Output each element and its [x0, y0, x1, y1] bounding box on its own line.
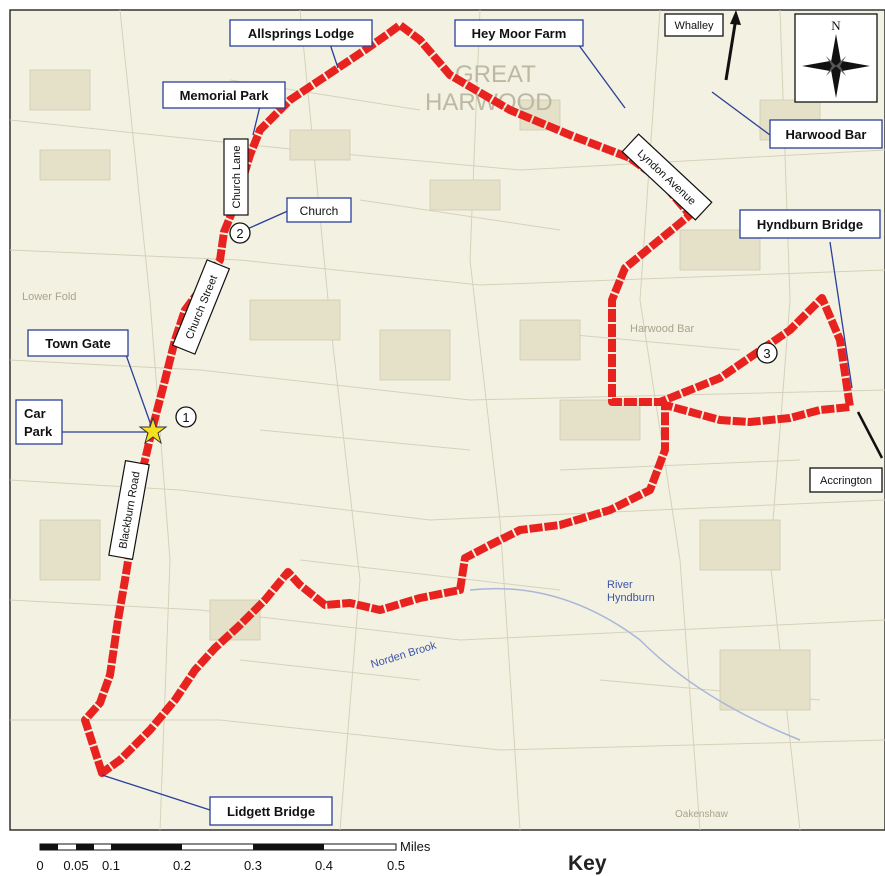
compass-north-label: N — [831, 18, 841, 33]
callout-allsprings-lodge: Allsprings Lodge — [229, 19, 373, 47]
scale-tick-0-5: 0.5 — [387, 858, 405, 873]
scale-tick-0-3: 0.3 — [244, 858, 262, 873]
place-harwood-bar: Harwood Bar — [630, 323, 695, 335]
river-label-2: Hyndburn — [607, 592, 655, 604]
road-label-church-street: Church Street — [171, 259, 231, 355]
callout-allsprings-lodge-text: Allsprings Lodge — [248, 26, 354, 41]
scale-tick-0-1: 0.1 — [102, 858, 120, 873]
place-great: GREAT — [455, 61, 536, 88]
scale-tick-0-2: 0.2 — [173, 858, 191, 873]
callout-hey-moor-farm: Hey Moor Farm — [454, 19, 584, 47]
road-label-church-lane-text: Church Lane — [231, 146, 243, 209]
callout-lines — [62, 43, 853, 811]
place-lower-fold: Lower Fold — [22, 291, 76, 303]
whalley-arrow — [724, 17, 738, 81]
whalley-arrowhead — [730, 10, 741, 25]
callout-church: Church — [286, 197, 352, 223]
callout-lidgett-bridge-text: Lidgett Bridge — [227, 804, 315, 819]
waypoint-2-label: 2 — [236, 226, 243, 241]
compass-rose-icon: N — [794, 13, 878, 103]
waypoint-3-label: 3 — [763, 346, 770, 361]
callout-memorial-park-text: Memorial Park — [180, 88, 270, 103]
callout-memorial-park: Memorial Park — [162, 81, 286, 109]
scale-tick-0-4: 0.4 — [315, 858, 333, 873]
callout-whalley: Whalley — [664, 13, 724, 37]
scale-unit-label: Miles — [400, 839, 431, 854]
scale-tick-0-05: 0.05 — [63, 858, 88, 873]
callout-harwood-bar: Harwood Bar — [769, 119, 883, 149]
callout-town-gate-text: Town Gate — [45, 336, 110, 351]
callout-car-park-text-2: Park — [24, 424, 53, 439]
waypoint-1: 1 — [175, 406, 197, 428]
river-label-1: River — [607, 579, 633, 591]
waypoint-2: 2 — [229, 222, 251, 244]
callout-church-text: Church — [300, 204, 339, 218]
callout-hey-moor-farm-text: Hey Moor Farm — [472, 26, 567, 41]
start-star-icon — [138, 416, 168, 445]
callout-accrington-text: Accrington — [820, 475, 872, 487]
callout-town-gate: Town Gate — [27, 329, 129, 357]
callout-car-park-text-1: Car — [24, 406, 46, 421]
walking-route — [81, 21, 854, 777]
scale-bar: Miles 0 0.05 0.1 0.2 0.3 0.4 0.5 — [36, 839, 430, 873]
callout-harwood-bar-text: Harwood Bar — [786, 127, 867, 142]
place-oakenshaw: Oakenshaw — [675, 809, 729, 820]
waypoint-1-label: 1 — [182, 410, 189, 425]
callout-hyndburn-bridge: Hyndburn Bridge — [739, 209, 881, 239]
river-hyndburn — [469, 587, 801, 741]
callout-car-park: Car Park — [15, 399, 63, 445]
scale-tick-0: 0 — [36, 858, 43, 873]
road-label-church-lane: Church Lane — [223, 138, 249, 216]
key-heading: Key — [568, 852, 607, 875]
callout-whalley-text: Whalley — [674, 20, 714, 32]
waypoint-3: 3 — [756, 342, 778, 364]
accrington-arrow — [856, 411, 884, 459]
callout-accrington: Accrington — [809, 467, 883, 493]
callout-lidgett-bridge: Lidgett Bridge — [209, 796, 333, 826]
callout-hyndburn-bridge-text: Hyndburn Bridge — [757, 217, 863, 232]
